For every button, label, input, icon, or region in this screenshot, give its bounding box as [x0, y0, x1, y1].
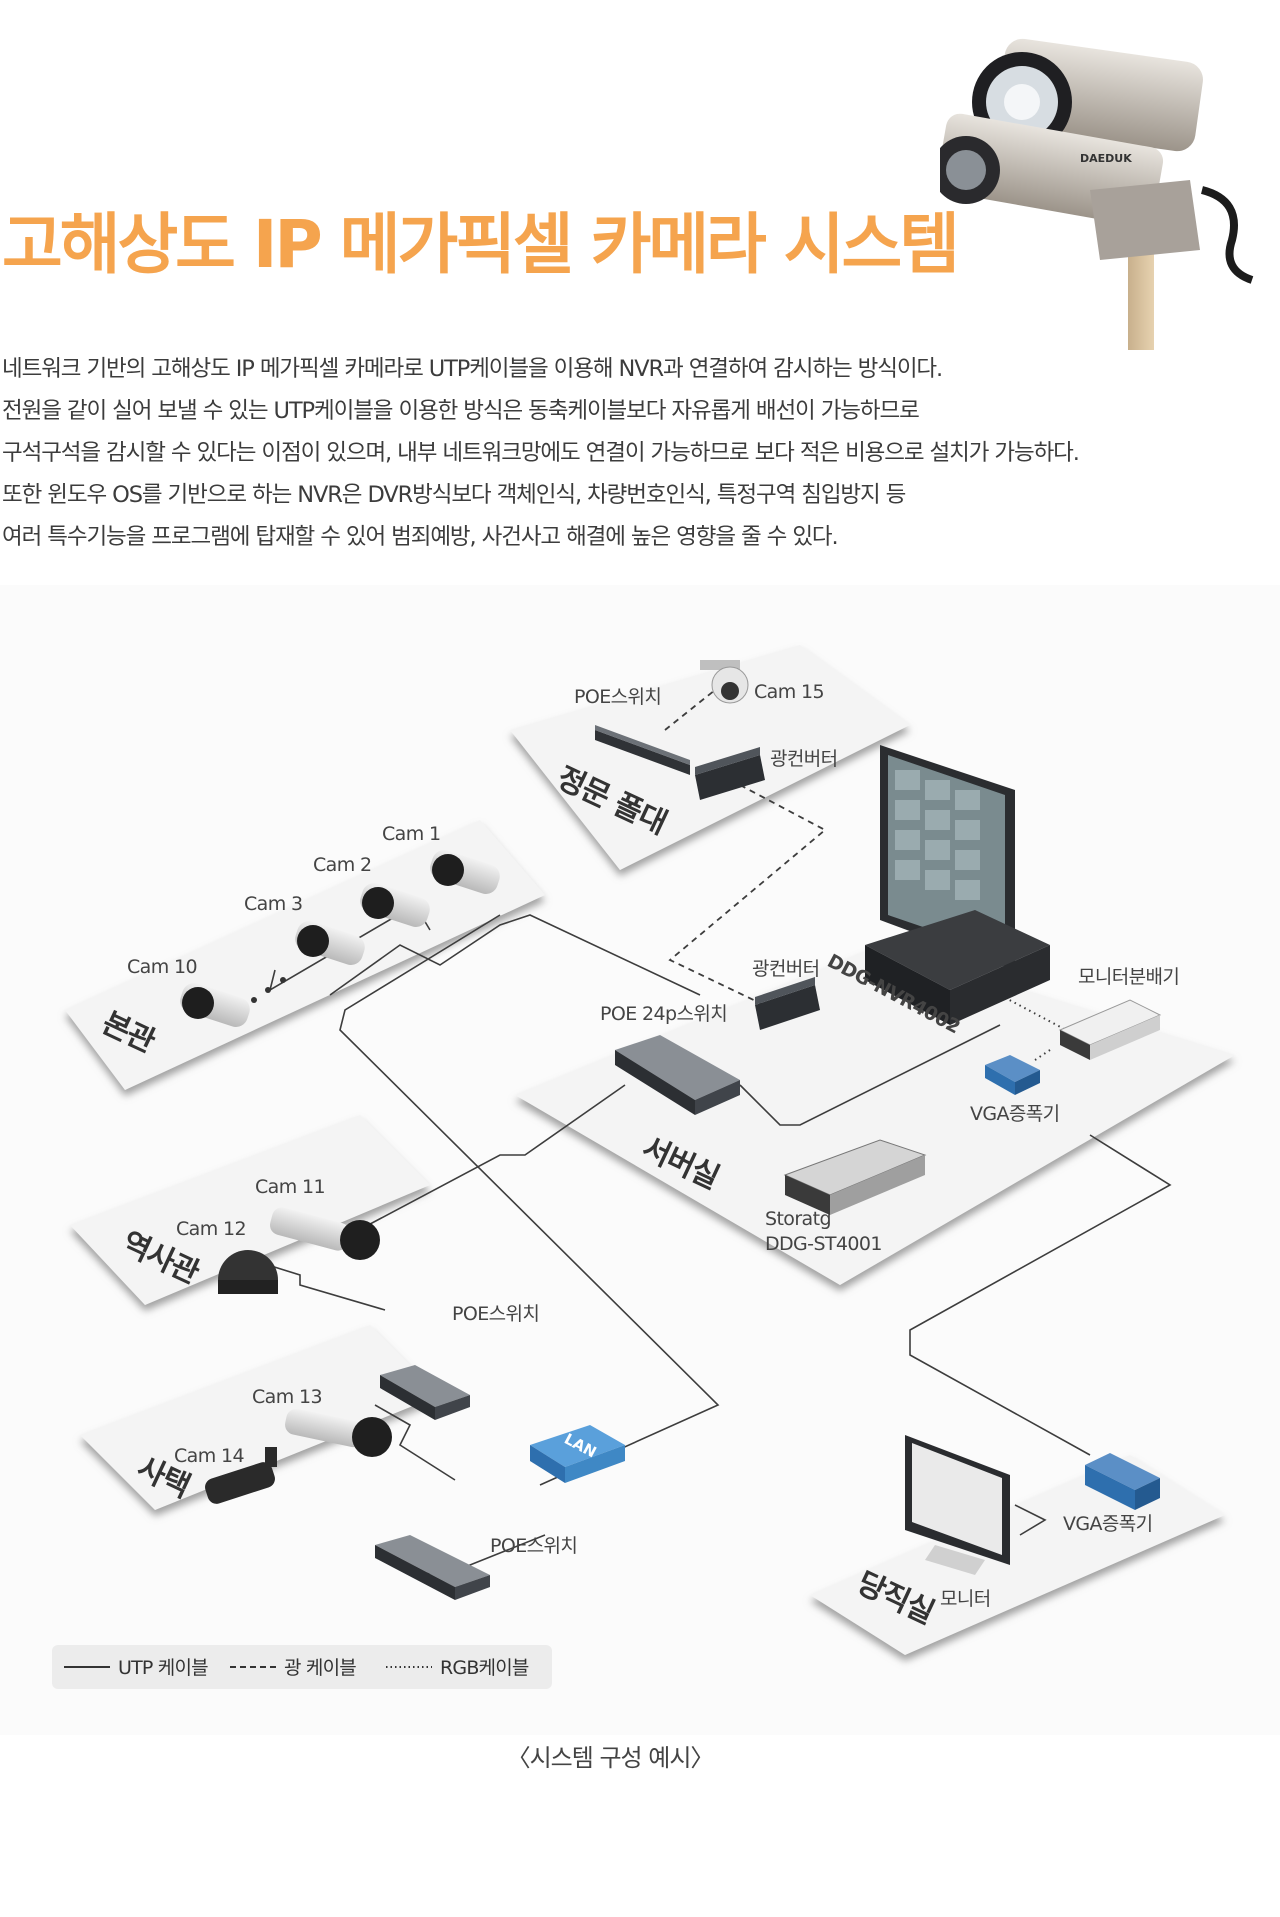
bullet-camera-cam10 — [180, 983, 250, 1027]
system-diagram: LAN 정문 폴대 본관 서버실 역사관 사택 당직실 POE스위치 Cam 1… — [0, 585, 1280, 1735]
label-cam3: Cam 3 — [244, 893, 303, 915]
monitor-duty-room — [905, 1435, 1010, 1575]
platform-main-building — [65, 820, 545, 1090]
bullet-camera-cam11 — [269, 1207, 380, 1260]
platform-history-hall — [70, 1115, 430, 1305]
label-cam2: Cam 2 — [313, 854, 372, 876]
hero-cctv-camera-image: DAEDUK — [940, 38, 1254, 350]
legend-background — [52, 1645, 552, 1689]
label-cam11: Cam 11 — [255, 1176, 325, 1198]
monitor-splitter — [1058, 999, 1162, 1060]
label-cam15: Cam 15 — [754, 681, 824, 703]
platform-duty-room — [810, 1455, 1225, 1655]
label-monitor: 모니터 — [940, 1588, 991, 1610]
label-poe-switch-history: POE스위치 — [452, 1303, 539, 1325]
legend-rgb-label: RGB케이블 — [440, 1657, 529, 1679]
legend-utp-label: UTP 케이블 — [118, 1657, 208, 1679]
fiber-converter-server — [755, 977, 820, 1030]
legend-fiber-label: 광 케이블 — [284, 1657, 356, 1679]
description-line: 또한 윈도우 OS를 기반으로 하는 NVR은 DVR방식보다 객체인식, 차량… — [2, 482, 906, 508]
description-line: 전원을 같이 실어 보낼 수 있는 UTP케이블을 이용한 방식은 동축케이블보… — [2, 398, 920, 424]
description-line: 여러 특수기능을 프로그램에 탑재할 수 있어 범죄예방, 사건사고 해결에 높… — [2, 524, 839, 550]
mount-bracket — [1090, 180, 1200, 260]
label-poe24-switch: POE 24p스위치 — [600, 1003, 727, 1025]
label-poe-switch-gate: POE스위치 — [574, 686, 661, 708]
cable-coil — [1200, 186, 1254, 284]
label-vga-amp-server: VGA증폭기 — [970, 1103, 1060, 1125]
platform-server-room — [515, 945, 1235, 1285]
label-cam13: Cam 13 — [252, 1386, 322, 1408]
poe-switch-residence — [375, 1535, 490, 1600]
bullet-camera-cam1 — [430, 850, 500, 894]
label-storage-line1: Storatg — [765, 1208, 831, 1230]
diagram-caption: 〈시스템 구성 예시〉 — [506, 1744, 715, 1772]
description-line: 네트워크 기반의 고해상도 IP 메가픽셀 카메라로 UTP케이블을 이용해 N… — [2, 356, 943, 382]
label-storage-line2: DDG-ST4001 — [765, 1233, 882, 1255]
description-line: 구석구석을 감시할 수 있다는 이점이 있으며, 내부 네트워크망에도 연결이 … — [2, 440, 1080, 466]
label-monitor-splitter: 모니터분배기 — [1078, 966, 1179, 988]
label-cam14: Cam 14 — [174, 1445, 245, 1467]
bullet-camera-cam14 — [205, 1447, 277, 1504]
ptz-camera-cam15 — [700, 660, 749, 704]
description: 네트워크 기반의 고해상도 IP 메가픽셀 카메라로 UTP케이블을 이용해 N… — [2, 348, 1242, 558]
poe-switch-history — [380, 1365, 470, 1420]
camera-brand: DAEDUK — [1080, 152, 1132, 165]
legend: UTP 케이블 광 케이블 RGB케이블 — [52, 1645, 552, 1689]
bullet-camera-cam13 — [285, 1408, 392, 1457]
vga-amplifier-duty — [1085, 1453, 1160, 1510]
label-fiber-converter-gate: 광컨버터 — [770, 748, 838, 770]
label-vga-amp-duty: VGA증폭기 — [1063, 1513, 1153, 1535]
bullet-camera-cam3 — [295, 921, 365, 965]
fiber-converter-gate — [695, 747, 765, 800]
dome-camera-cam12 — [218, 1250, 278, 1294]
label-fiber-converter-server: 광컨버터 — [752, 958, 820, 980]
label-cam1: Cam 1 — [382, 823, 441, 845]
page-title: 고해상도 IP 메가픽셀 카메라 시스템 — [2, 206, 960, 283]
storage-ddg-st4001 — [783, 1139, 927, 1215]
label-cam10: Cam 10 — [127, 956, 197, 978]
poe-24p-switch — [615, 1035, 740, 1115]
lan-router: LAN — [530, 1425, 625, 1483]
label-poe-switch-residence: POE스위치 — [490, 1535, 577, 1557]
vga-amplifier-server — [985, 1055, 1040, 1095]
fiber-cables — [664, 689, 827, 1016]
platform-main-gate — [510, 645, 910, 870]
diagram-canvas: LAN 정문 폴대 본관 서버실 역사관 사택 당직실 POE스위치 Cam 1… — [0, 585, 1280, 1735]
nvr-recorder — [865, 910, 1050, 1025]
bullet-camera-cam2 — [360, 883, 430, 927]
label-cam12: Cam 12 — [176, 1218, 246, 1240]
platform-residence — [80, 1325, 440, 1510]
poe-switch-gate — [595, 725, 690, 775]
